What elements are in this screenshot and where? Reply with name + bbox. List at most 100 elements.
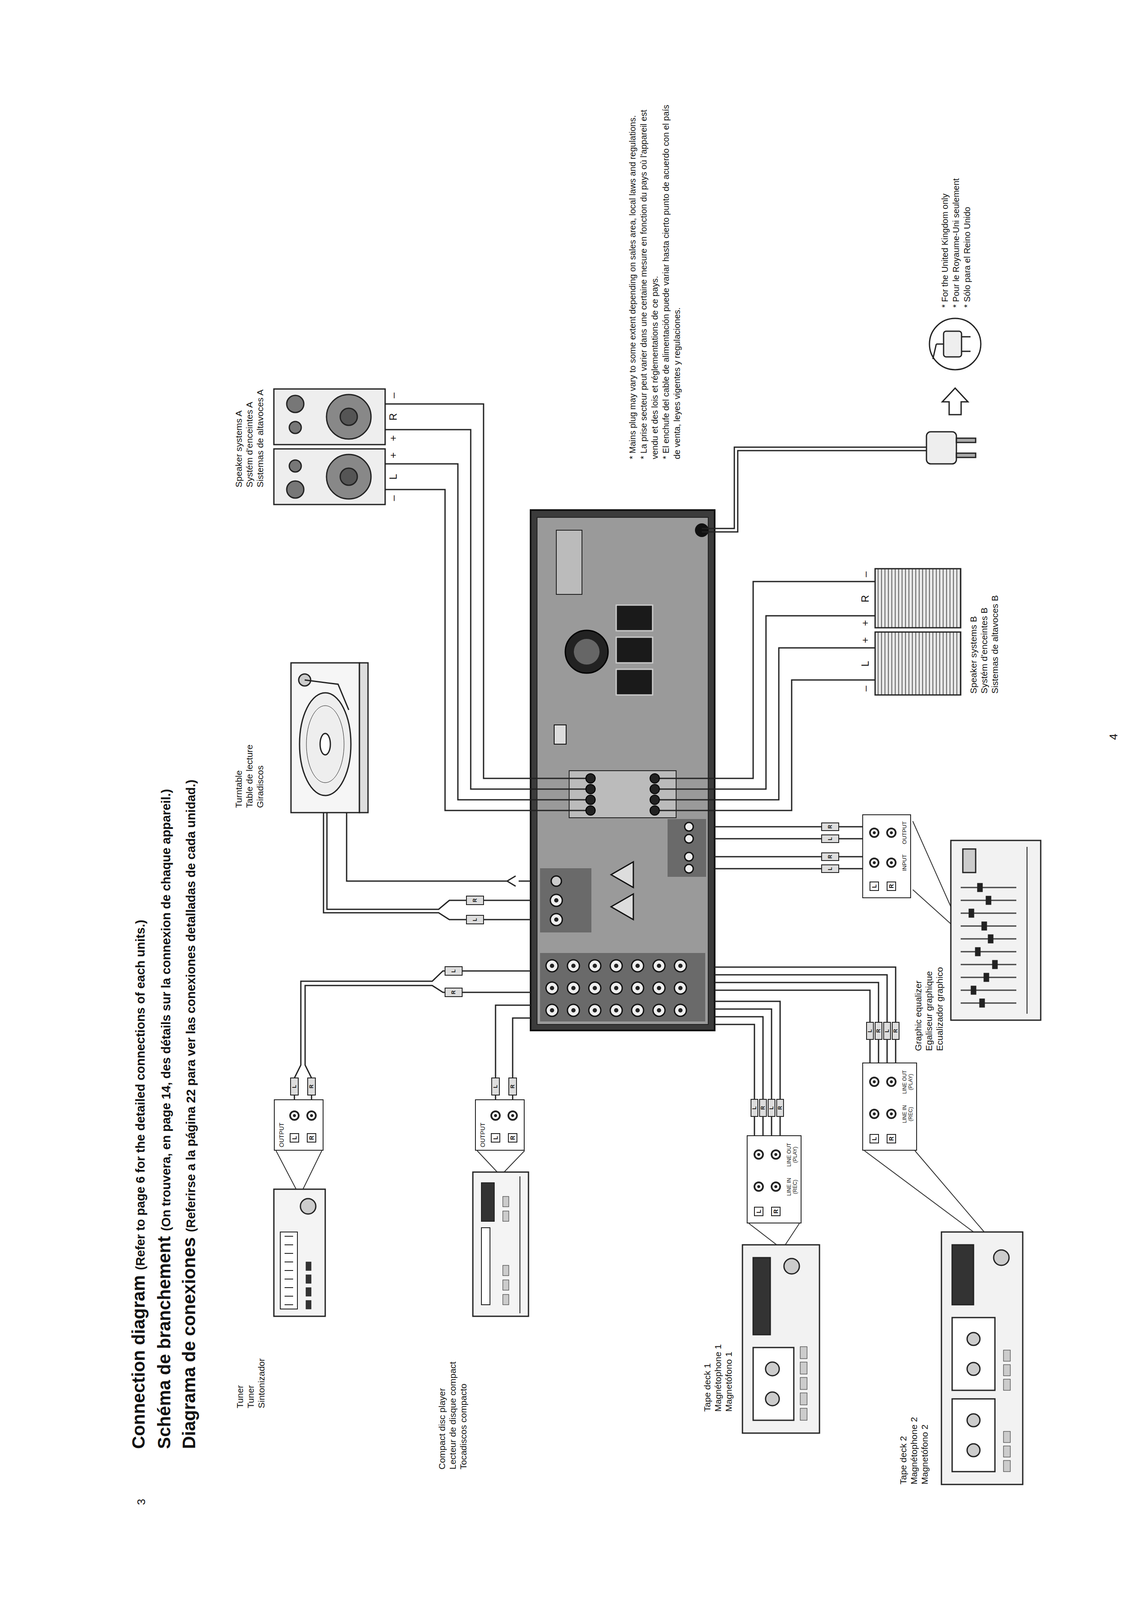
label-holder: L [290, 1083, 298, 1090]
jack-symbol [770, 1181, 781, 1193]
jack-symbol [289, 1110, 300, 1121]
label-holder: + [387, 449, 400, 462]
label-holder: R [776, 1104, 784, 1112]
label-holder: L [859, 657, 872, 670]
label-holder: – [387, 492, 400, 505]
channel-letter: R [886, 881, 897, 891]
jack-symbol [869, 1077, 880, 1088]
jack-symbol [886, 857, 897, 868]
device-label: Ecualizador graphico [934, 967, 945, 1051]
jack-symbol [886, 1077, 897, 1088]
plug-letter: L [826, 835, 834, 843]
polarity-mark: L [859, 657, 872, 670]
plug-letter: R [826, 823, 834, 831]
plug-letter: L [866, 1027, 874, 1035]
label-holder: – [859, 682, 872, 695]
label-group: Compact disc playerLecteur de disque com… [436, 1361, 469, 1470]
heading-note: (On trouvera, en page 14, des détails su… [159, 789, 173, 1232]
speaker-a-illustration [273, 388, 386, 505]
label-group: TurntableTable de lectureGiradiscos [233, 744, 266, 808]
device-label: Tape deck 2 [897, 1416, 909, 1485]
cd-player-illustration [472, 1172, 529, 1317]
label-group: Tape deck 1Magnétophone 1Magnetófono 1 [701, 1344, 734, 1412]
tuner-illustration [273, 1189, 326, 1317]
note-text: * Sólo para el Reino Unido [961, 178, 973, 308]
device-label: Lecteur de disque compact [447, 1361, 458, 1470]
jack-symbol [753, 1149, 764, 1161]
plug-letter: L [883, 1027, 891, 1035]
note-text: * El enchufe del cable de alimentación p… [660, 101, 683, 460]
channel-letter: L [289, 1133, 300, 1143]
heading: Diagrama de conexiones [178, 1237, 199, 1449]
page-number: 4 [1108, 733, 1120, 740]
label-holder: L [492, 1083, 499, 1090]
heading: Schéma de branchement [154, 1236, 175, 1449]
amplifier-rear-panel [530, 510, 715, 1031]
connection-panel: LRINPUTOUTPUT [862, 814, 912, 899]
polarity-mark: R [387, 410, 400, 423]
label-holder: L [450, 967, 458, 975]
connection-panel: LRLINE IN (REC)LINE OUT (PLAY) [862, 1062, 918, 1151]
page-number: 3 [136, 1499, 147, 1506]
polarity-mark: – [387, 492, 400, 505]
label-holder: L [883, 1027, 891, 1035]
device-label: Systém d'enceintes B [978, 595, 990, 694]
plug-letter: L [826, 865, 834, 873]
channel-letter: R [306, 1133, 317, 1143]
label-holder: R [759, 1104, 767, 1112]
channel-letter: L [869, 1134, 879, 1144]
label-holder: + [859, 634, 872, 647]
device-label: Tocadiscos compacto [457, 1361, 469, 1470]
jack-symbol [306, 1110, 317, 1121]
label-holder: R [471, 896, 479, 904]
device-label: Sistemas de altavoces A [254, 389, 266, 488]
tape-deck-2-illustration [941, 1231, 1023, 1485]
heading-note: (Referirse a la página 22 para ver las c… [184, 779, 198, 1232]
jack-symbol [490, 1110, 501, 1121]
plug-letter: R [826, 853, 834, 861]
panel-caption: LINE OUT (PLAY) [899, 1065, 914, 1099]
jack-symbol [886, 1109, 897, 1120]
plug-letter: L [751, 1104, 758, 1112]
tape-deck-1-illustration [742, 1244, 820, 1434]
label-holder: L [751, 1104, 758, 1112]
device-label: Tuner [234, 1358, 246, 1409]
label-group: * Mains plug may vary to some extent dep… [626, 101, 683, 460]
polarity-mark: R [859, 592, 872, 605]
channel-letter: L [754, 1206, 764, 1217]
device-label: Table de lecture [243, 744, 255, 808]
device-label: Systém d'enceintes A [243, 389, 255, 488]
label-holder: R [875, 1027, 882, 1035]
label-holder: R [826, 853, 834, 861]
label-holder: – [859, 568, 872, 581]
channel-letter: R [771, 1206, 781, 1217]
plug-letter: R [759, 1104, 767, 1112]
device-label: Magnetófono 1 [723, 1344, 734, 1412]
label-holder: R [509, 1083, 517, 1090]
channel-letter: L [490, 1133, 501, 1143]
signal-cables [294, 447, 927, 1136]
label-holder: L [387, 470, 400, 483]
device-label: Giradiscos [254, 744, 266, 808]
plug-letter: R [308, 1083, 315, 1090]
label-holder: R [826, 823, 834, 831]
jack-symbol [869, 827, 880, 838]
note-text: * La prise secteur peut varier dans une … [638, 101, 661, 460]
device-label: Compact disc player [436, 1361, 448, 1470]
plug-letter: L [450, 967, 458, 975]
jack-symbol [507, 1110, 518, 1121]
label-group: 3 [136, 1499, 147, 1506]
equalizer-illustration [950, 840, 1041, 1021]
device-label: Tape deck 1 [701, 1344, 713, 1412]
device-label: Graphic equalizer [912, 967, 924, 1051]
heading: Connection diagram [128, 1275, 149, 1449]
label-holder: L [768, 1104, 775, 1112]
label-holder: R [859, 592, 872, 605]
title-line: Diagrama de conexiones (Referirse a la pá… [178, 779, 200, 1449]
panel-caption: INPUT [899, 847, 908, 878]
polarity-mark: L [387, 470, 400, 483]
speaker-terminals [585, 773, 660, 816]
panel-caption: LINE IN (REC) [784, 1170, 799, 1203]
connection-panel: LRLINE IN (REC)LINE OUT (PLAY) [746, 1135, 802, 1224]
